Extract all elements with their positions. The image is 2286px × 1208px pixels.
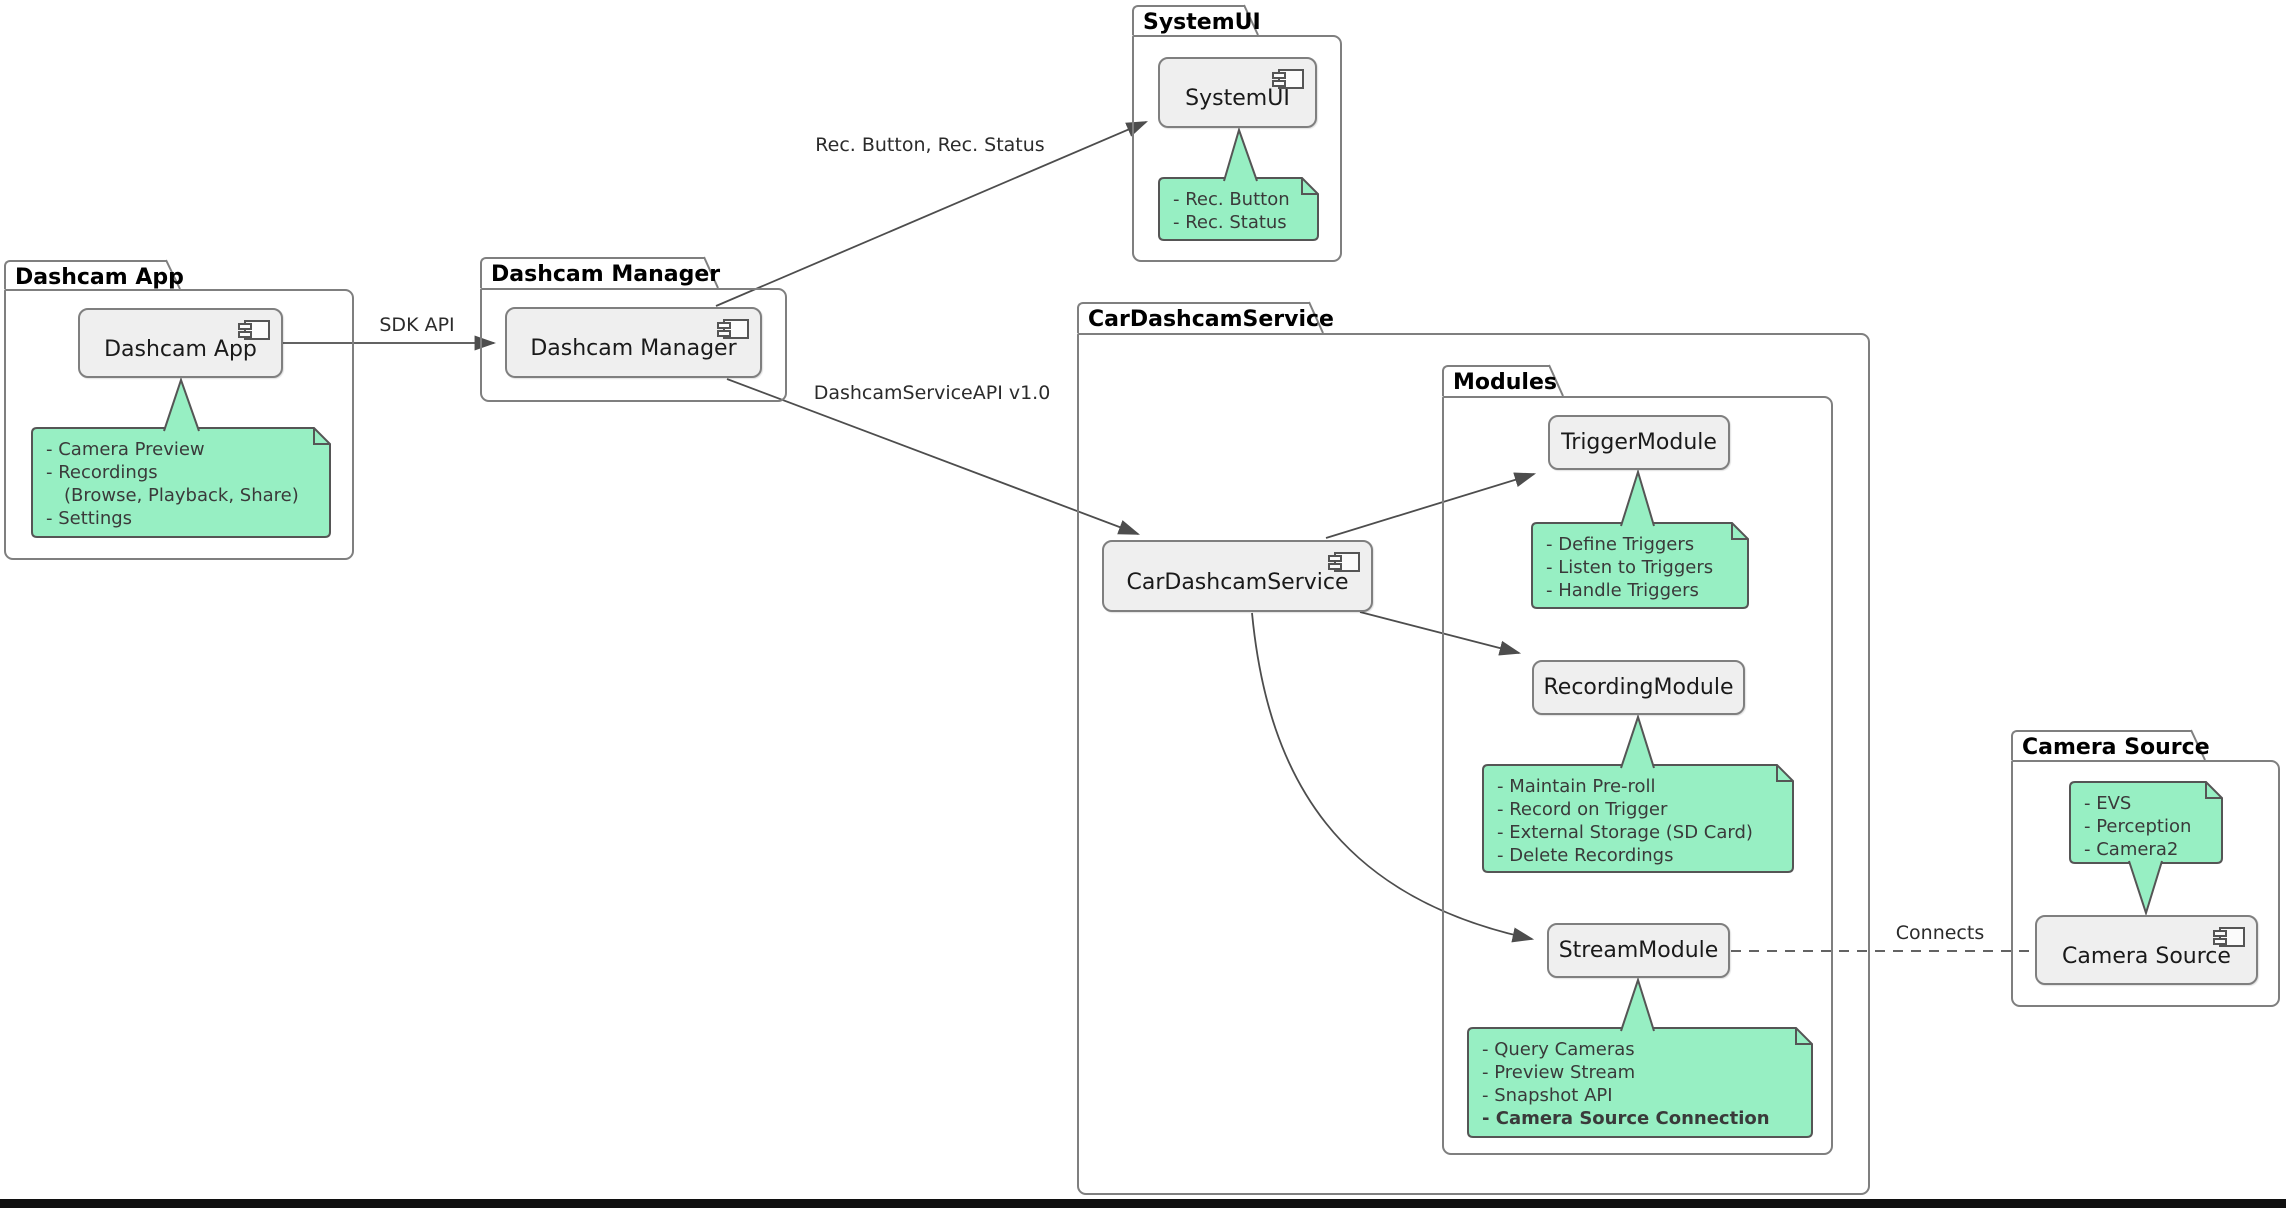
note-line: - Record on Trigger [1497, 799, 1668, 820]
component-label: Dashcam App [104, 336, 257, 362]
note-line: - Snapshot API [1482, 1085, 1613, 1106]
note-recordingmodule: - Maintain Pre-roll - Record on Trigger … [1483, 765, 1793, 872]
note-line: - Listen to Triggers [1546, 557, 1714, 578]
component-dashcam-manager: Dashcam Manager [505, 307, 762, 378]
edge-label-sdk-api: SDK API [379, 314, 455, 336]
component-icon [1326, 550, 1362, 576]
package-title: CarDashcamService [1088, 307, 1334, 332]
package-body-systemui [1132, 35, 1342, 262]
note-line: - Camera Preview [46, 439, 205, 460]
component-triggermodule: TriggerModule [1548, 415, 1730, 470]
note-line: - Settings [46, 508, 133, 529]
edge-label-dashcamserviceapi: DashcamServiceAPI v1.0 [813, 382, 1051, 404]
note-line: - Rec. Status [1173, 212, 1287, 233]
package-tab-dashcam-app: Dashcam App [4, 260, 184, 290]
bottom-bar [0, 1199, 2286, 1208]
note-streammodule: - Query Cameras - Preview Stream - Snaps… [1468, 1028, 1812, 1137]
component-recordingmodule: RecordingModule [1532, 660, 1745, 715]
note-line: - Camera2 [2084, 839, 2179, 860]
note-systemui: - Rec. Button - Rec. Status [1159, 178, 1318, 240]
edge-label-connects: Connects [1895, 922, 1985, 944]
package-title: Camera Source [2022, 735, 2210, 760]
note-line: - Recordings [46, 462, 158, 483]
package-body-cardashcamservice [1077, 333, 1870, 1195]
component-camera-source: Camera Source [2035, 915, 2258, 985]
note-line: - Delete Recordings [1497, 845, 1674, 866]
component-icon [1270, 67, 1306, 93]
package-body-camera-source [2011, 760, 2280, 1007]
note-line: - Maintain Pre-roll [1497, 776, 1656, 797]
component-icon [2211, 925, 2247, 951]
component-label: RecordingModule [1543, 675, 1734, 700]
package-title: Dashcam Manager [491, 262, 721, 287]
note-line: - Perception [2084, 816, 2192, 837]
package-body-dashcam-manager [480, 288, 787, 402]
package-title: Modules [1453, 370, 1557, 395]
component-dashcam-app: Dashcam App [78, 308, 283, 378]
package-body-modules [1442, 396, 1833, 1155]
component-icon [236, 318, 272, 344]
component-icon [715, 317, 751, 343]
edge-label-rec-button-status: Rec. Button, Rec. Status [815, 134, 1045, 156]
package-tab-camera-source: Camera Source [2011, 730, 2210, 760]
note-camera-source: - EVS - Perception - Camera2 [2070, 782, 2222, 863]
note-line: (Browse, Playback, Share) [64, 485, 299, 506]
note-line: - External Storage (SD Card) [1497, 822, 1753, 843]
package-title: SystemUI [1143, 10, 1261, 35]
note-line: - Rec. Button [1173, 189, 1290, 210]
note-line: - Camera Source Connection [1482, 1108, 1770, 1129]
note-triggermodule: - Define Triggers - Listen to Triggers -… [1532, 523, 1748, 608]
note-line: - Preview Stream [1482, 1062, 1636, 1083]
component-label: Camera Source [2062, 943, 2231, 969]
note-line: - Define Triggers [1546, 534, 1695, 555]
component-label: TriggerModule [1561, 430, 1717, 455]
component-streammodule: StreamModule [1547, 923, 1730, 978]
package-title: Dashcam App [15, 265, 184, 290]
package-tab-cardashcamservice: CarDashcamService [1077, 302, 1334, 333]
note-line: - Query Cameras [1482, 1039, 1635, 1060]
package-body-dashcam-app [4, 289, 354, 560]
note-line: - Handle Triggers [1546, 580, 1699, 601]
component-label: Dashcam Manager [530, 336, 737, 361]
note-line: - EVS [2084, 793, 2132, 814]
component-label: StreamModule [1558, 938, 1719, 963]
component-label: SystemUI [1185, 86, 1290, 111]
package-tab-dashcam-manager: Dashcam Manager [480, 257, 720, 288]
note-dashcam-app: - Camera Preview - Recordings (Browse, P… [32, 428, 330, 537]
package-tab-systemui: SystemUI [1132, 5, 1261, 35]
component-label: CarDashcamService [1126, 569, 1349, 595]
component-cardashcamservice: CarDashcamService [1102, 540, 1373, 612]
component-systemui: SystemUI [1158, 57, 1317, 128]
package-tab-modules: Modules [1442, 365, 1557, 396]
